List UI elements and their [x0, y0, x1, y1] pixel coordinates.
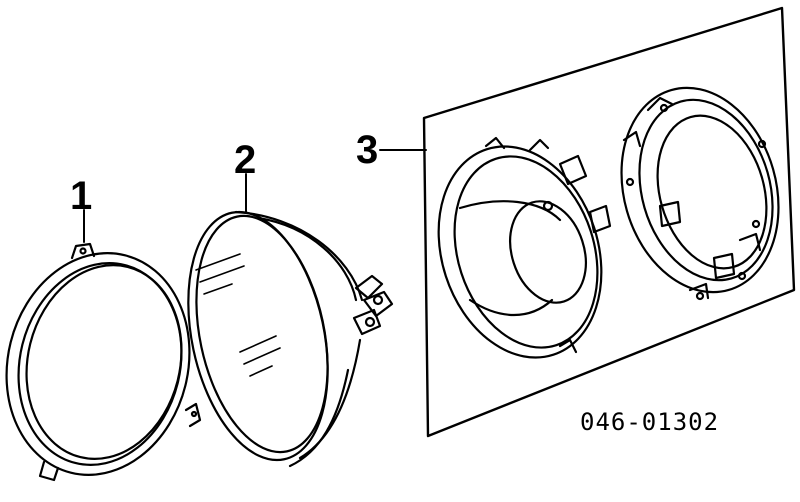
part-3-mounting-assembly — [412, 8, 800, 436]
part-code: 046-01302 — [580, 408, 720, 436]
callout-label-2: 2 — [234, 138, 257, 182]
part-1-headlamp-bezel — [0, 234, 212, 495]
callout-label-1: 1 — [70, 174, 93, 218]
part-2-sealed-beam-lamp — [167, 199, 392, 473]
callout-label-3: 3 — [356, 128, 379, 172]
callout-leaders — [84, 150, 426, 242]
